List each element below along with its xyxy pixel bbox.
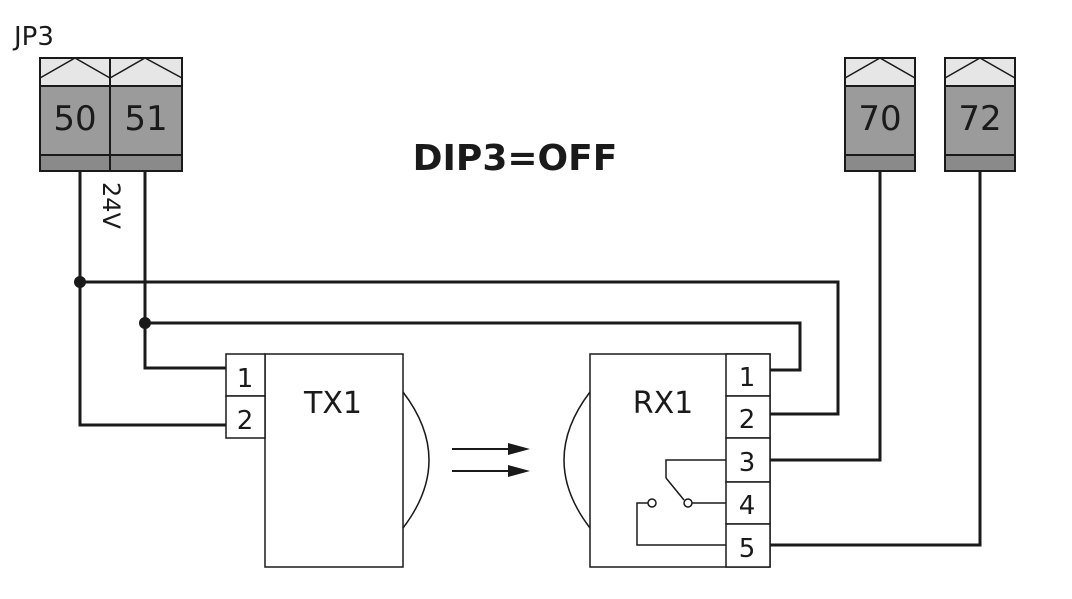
terminal-block-jp3: 50 51 bbox=[39, 57, 183, 172]
relay-contact-symbol bbox=[636, 459, 726, 546]
rx1-pin-3: 3 bbox=[739, 448, 756, 478]
tx1-device: 1 2 TX1 bbox=[225, 353, 430, 568]
beam-arrows bbox=[452, 443, 530, 477]
jp3-label: JP3 bbox=[12, 22, 54, 52]
terminal-72-label: 72 bbox=[958, 99, 1001, 139]
tx1-pin-1: 1 bbox=[237, 364, 254, 394]
voltage-label: 24V bbox=[97, 182, 125, 230]
wires bbox=[74, 171, 982, 547]
rx1-pin-2: 2 bbox=[739, 405, 756, 435]
rx1-label: RX1 bbox=[633, 386, 693, 421]
terminal-70: 70 bbox=[844, 57, 916, 172]
rx1-device: 1 2 3 4 5 RX1 bbox=[563, 353, 771, 568]
terminal-72: 72 bbox=[944, 57, 1016, 172]
rx1-pin-4: 4 bbox=[739, 491, 756, 521]
dip-setting-label: DIP3=OFF bbox=[413, 138, 618, 179]
rx1-pin-5: 5 bbox=[739, 534, 756, 564]
terminal-70-label: 70 bbox=[858, 99, 901, 139]
tx1-pin-2: 2 bbox=[237, 406, 254, 436]
terminal-51-label: 51 bbox=[124, 99, 167, 139]
rx1-pin-1: 1 bbox=[739, 363, 756, 393]
tx1-label: TX1 bbox=[303, 386, 362, 421]
terminal-50-label: 50 bbox=[53, 99, 96, 139]
